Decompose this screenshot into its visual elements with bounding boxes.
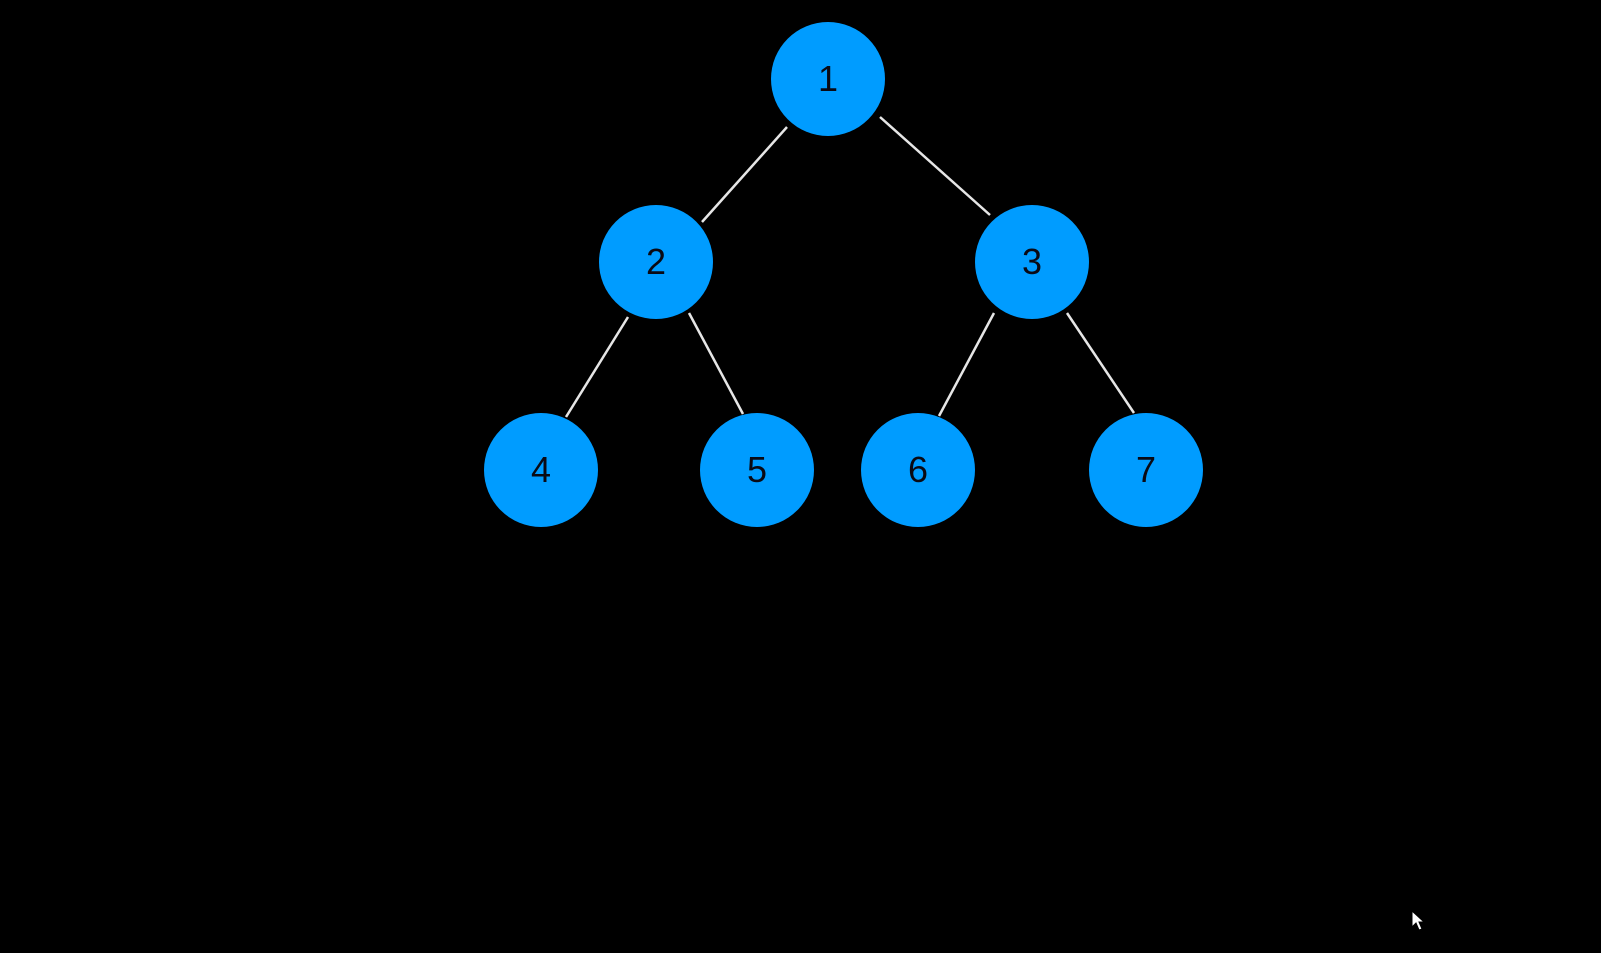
tree-node-5: 5 bbox=[700, 413, 814, 527]
mouse-pointer-icon bbox=[1411, 910, 1426, 931]
tree-node-1: 1 bbox=[771, 22, 885, 136]
node-label: 4 bbox=[530, 449, 552, 490]
tree-node-4: 4 bbox=[484, 413, 598, 527]
node-label: 5 bbox=[746, 449, 768, 490]
node-label: 6 bbox=[907, 449, 929, 490]
edge-3-6 bbox=[937, 312, 996, 417]
edge-2-4 bbox=[564, 316, 630, 418]
edge-2-5 bbox=[687, 312, 745, 415]
node-label: 7 bbox=[1135, 449, 1157, 490]
node-label: 2 bbox=[645, 241, 667, 282]
tree-node-3: 3 bbox=[975, 205, 1089, 319]
tree-node-6: 6 bbox=[861, 413, 975, 527]
tree-node-7: 7 bbox=[1089, 413, 1203, 527]
edge-1-2 bbox=[701, 126, 788, 223]
edge-3-7 bbox=[1065, 312, 1136, 414]
node-label: 3 bbox=[1021, 241, 1043, 282]
edge-1-3 bbox=[879, 116, 991, 216]
node-label: 1 bbox=[817, 58, 839, 99]
tree-node-2: 2 bbox=[599, 205, 713, 319]
